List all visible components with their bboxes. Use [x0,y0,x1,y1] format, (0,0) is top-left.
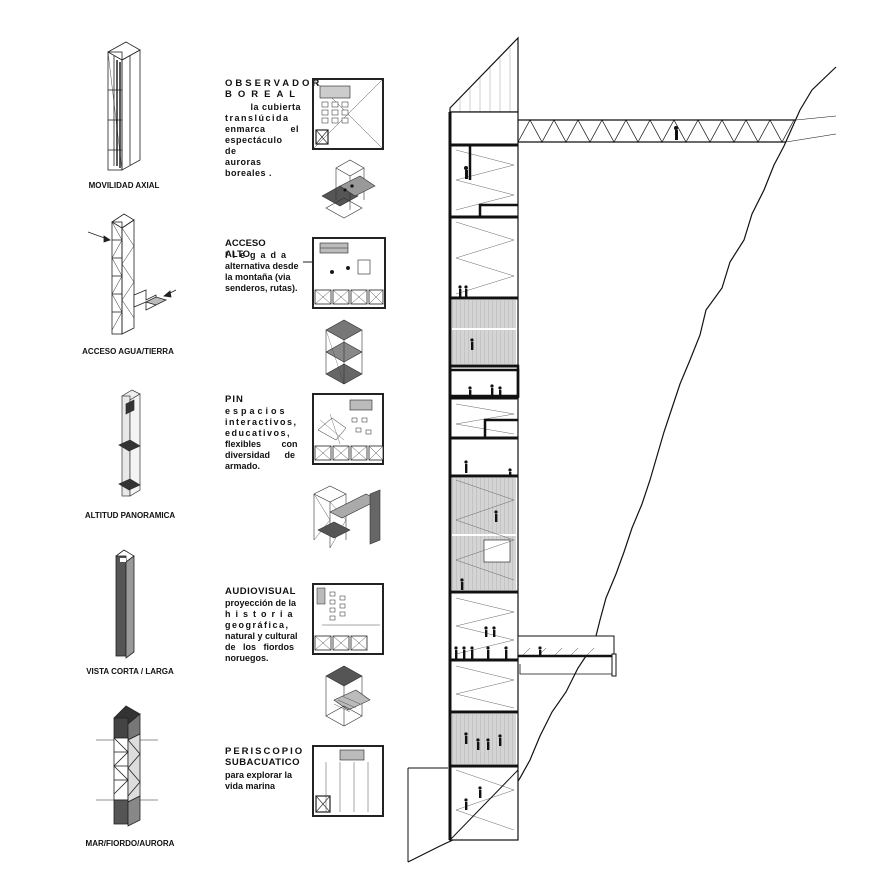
axo-acceso-alto [325,319,363,385]
lower-bridge [517,635,617,677]
program-title-line: OBSERVADOR [225,78,323,89]
program-desc-observador: la cubierta translúcida enmarca el espec… [225,102,301,179]
program-desc-line: para explorar la [225,770,293,780]
cliff-line [407,66,837,863]
tower-label-vista: VISTA CORTA / LARGA [86,667,174,676]
program-title-line: AUDIOVISUAL [225,586,296,597]
tower-acceso-agua-tierra [87,213,177,335]
axo-observador [321,159,376,219]
tower-vista-corta-larga [115,549,135,659]
tower-label-mar: MAR/FIORDO/AURORA [85,839,175,848]
program-desc-line: espectáculo de [225,135,283,156]
tower-mar-fiordo-aurora [96,705,158,827]
program-desc-line: auroras boreales . [225,157,273,178]
program-desc-periscopio: para explorar la vida marina [225,770,303,792]
upper-bridge [517,115,837,143]
program-desc-line: natural y cultural [225,631,298,641]
program-desc-line: geográfica, [225,620,290,630]
program-desc-line: translúcida [225,113,290,123]
tower-movilidad-axial [107,41,141,171]
program-desc-line: diversidad de [225,450,296,460]
program-desc-line: la cubierta [250,102,301,112]
program-title-line: BOREAL [225,89,302,100]
people-figures [454,126,678,810]
program-desc-pin: espacios interactivos, educativos, flexi… [225,406,301,472]
program-desc-line: senderos, rutas). [225,283,298,293]
program-desc-line: interactivos, [225,417,298,427]
program-desc-line: espacios [225,406,288,416]
program-desc-line: educativos, [225,428,292,438]
tower-label-acceso: ACCESO AGUA/TIERRA [82,347,174,356]
program-desc-line: proyección de la [225,598,297,608]
program-title-line: ACCESO ALTO [225,238,266,260]
plan-audiovisual [312,583,384,655]
tower-section [448,36,837,841]
program-desc-line: historia [225,609,298,619]
program-desc-line: de los fiordos [225,642,295,652]
program-desc-line: la montaña (via [225,272,291,282]
program-title-audiovisual: AUDIOVISUAL [225,586,305,597]
program-desc-line: alternativa desde [225,261,299,271]
program-desc-line: enmarca el [225,124,300,134]
tower-label-movilidad: MOVILIDAD AXIAL [88,181,160,190]
program-title-line: PERISCOPIO [225,746,305,757]
program-title-line: SUBACUATICO [225,757,300,768]
program-desc-acceso-alto: llegada alternativa desde la montaña (vi… [225,250,303,294]
plan-acceso-alto [303,237,386,309]
program-title-periscopio: PERISCOPIO SUBACUATICO [225,746,305,768]
program-title-pin: PIN [225,394,305,405]
axo-audiovisual [325,665,371,727]
tower-altitud-panoramica [118,389,141,497]
axo-pin [313,485,381,549]
tower-label-altitud: ALTITUD PANORAMICA [84,511,176,520]
program-desc-line: armado. [225,461,261,471]
program-desc-line: vida marina [225,781,276,791]
program-desc-audiovisual: proyección de la historia geográfica, na… [225,598,303,664]
plan-pin [312,393,384,465]
plan-observador [312,78,384,150]
program-desc-line: noruegos. [225,653,269,663]
program-title-acceso-alto: ACCESO ALTO [225,238,305,260]
program-desc-line: flexibles con [225,439,298,449]
program-title-observador: OBSERVADOR BOREAL [225,78,323,100]
plan-periscopio [312,745,384,817]
program-title-line: PIN [225,394,244,405]
program-desc-line: llegada [225,250,292,260]
